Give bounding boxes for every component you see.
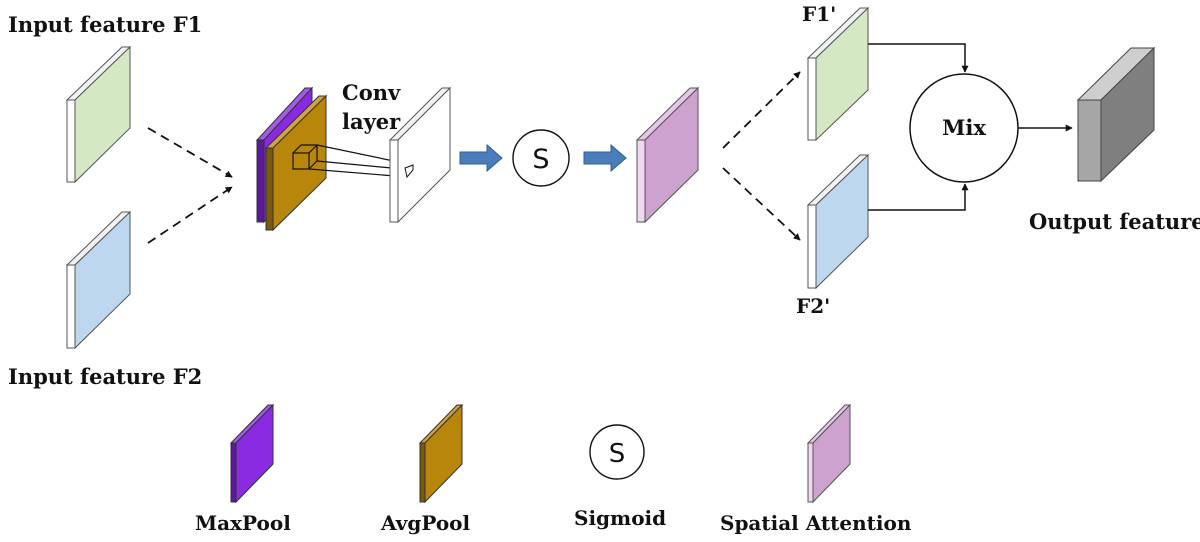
legend-sigmoid-symbol: S <box>609 439 626 469</box>
f1-prime-label: F1' <box>802 2 836 26</box>
f2-prime-block <box>806 153 870 290</box>
spatial-attention-map <box>635 86 700 224</box>
legend-sigmoid-circle <box>589 424 645 480</box>
input-f1-block <box>65 45 132 184</box>
legend-spatial-attention-label: Spatial Attention <box>720 511 912 535</box>
dashed-arrow-f2-to-pool <box>147 186 233 244</box>
output-feature-block <box>1076 46 1156 183</box>
legend-spatial-attention-swatch <box>806 403 852 504</box>
avgpool-slab <box>264 94 328 232</box>
output-feature-label: Output feature <box>1029 209 1200 234</box>
input-f2-block <box>65 210 132 350</box>
conv-label-line2: layer <box>342 109 401 134</box>
conv-label-line1: Conv <box>342 80 401 105</box>
block-arrow-to-sigmoid <box>459 143 503 173</box>
sigmoid-symbol: S <box>532 144 549 175</box>
legend: MaxPool AvgPool S Sigmoid Spatial Attent… <box>195 403 912 535</box>
connector-f1prime-to-mix <box>868 43 969 73</box>
input-f1-label: Input feature F1 <box>8 12 202 37</box>
legend-avgpool-swatch <box>418 403 464 504</box>
legend-avgpool-label: AvgPool <box>380 511 470 535</box>
connector-f2prime-to-mix <box>868 183 969 211</box>
mix-label: Mix <box>942 115 986 140</box>
legend-maxpool-label: MaxPool <box>195 511 291 535</box>
dashed-arrow-to-f2prime <box>722 167 801 241</box>
f1-prime-block <box>806 6 870 142</box>
legend-maxpool-swatch <box>229 403 275 504</box>
dashed-arrow-to-f1prime <box>722 71 801 149</box>
f2-prime-label: F2' <box>796 294 830 318</box>
block-arrow-to-attention <box>583 143 627 173</box>
legend-sigmoid-label: Sigmoid <box>574 506 666 530</box>
conv-output-slab <box>388 86 452 224</box>
sigmoid-circle <box>512 129 570 187</box>
input-f2-label: Input feature F2 <box>8 364 202 389</box>
dashed-arrow-f1-to-pool <box>147 127 233 178</box>
